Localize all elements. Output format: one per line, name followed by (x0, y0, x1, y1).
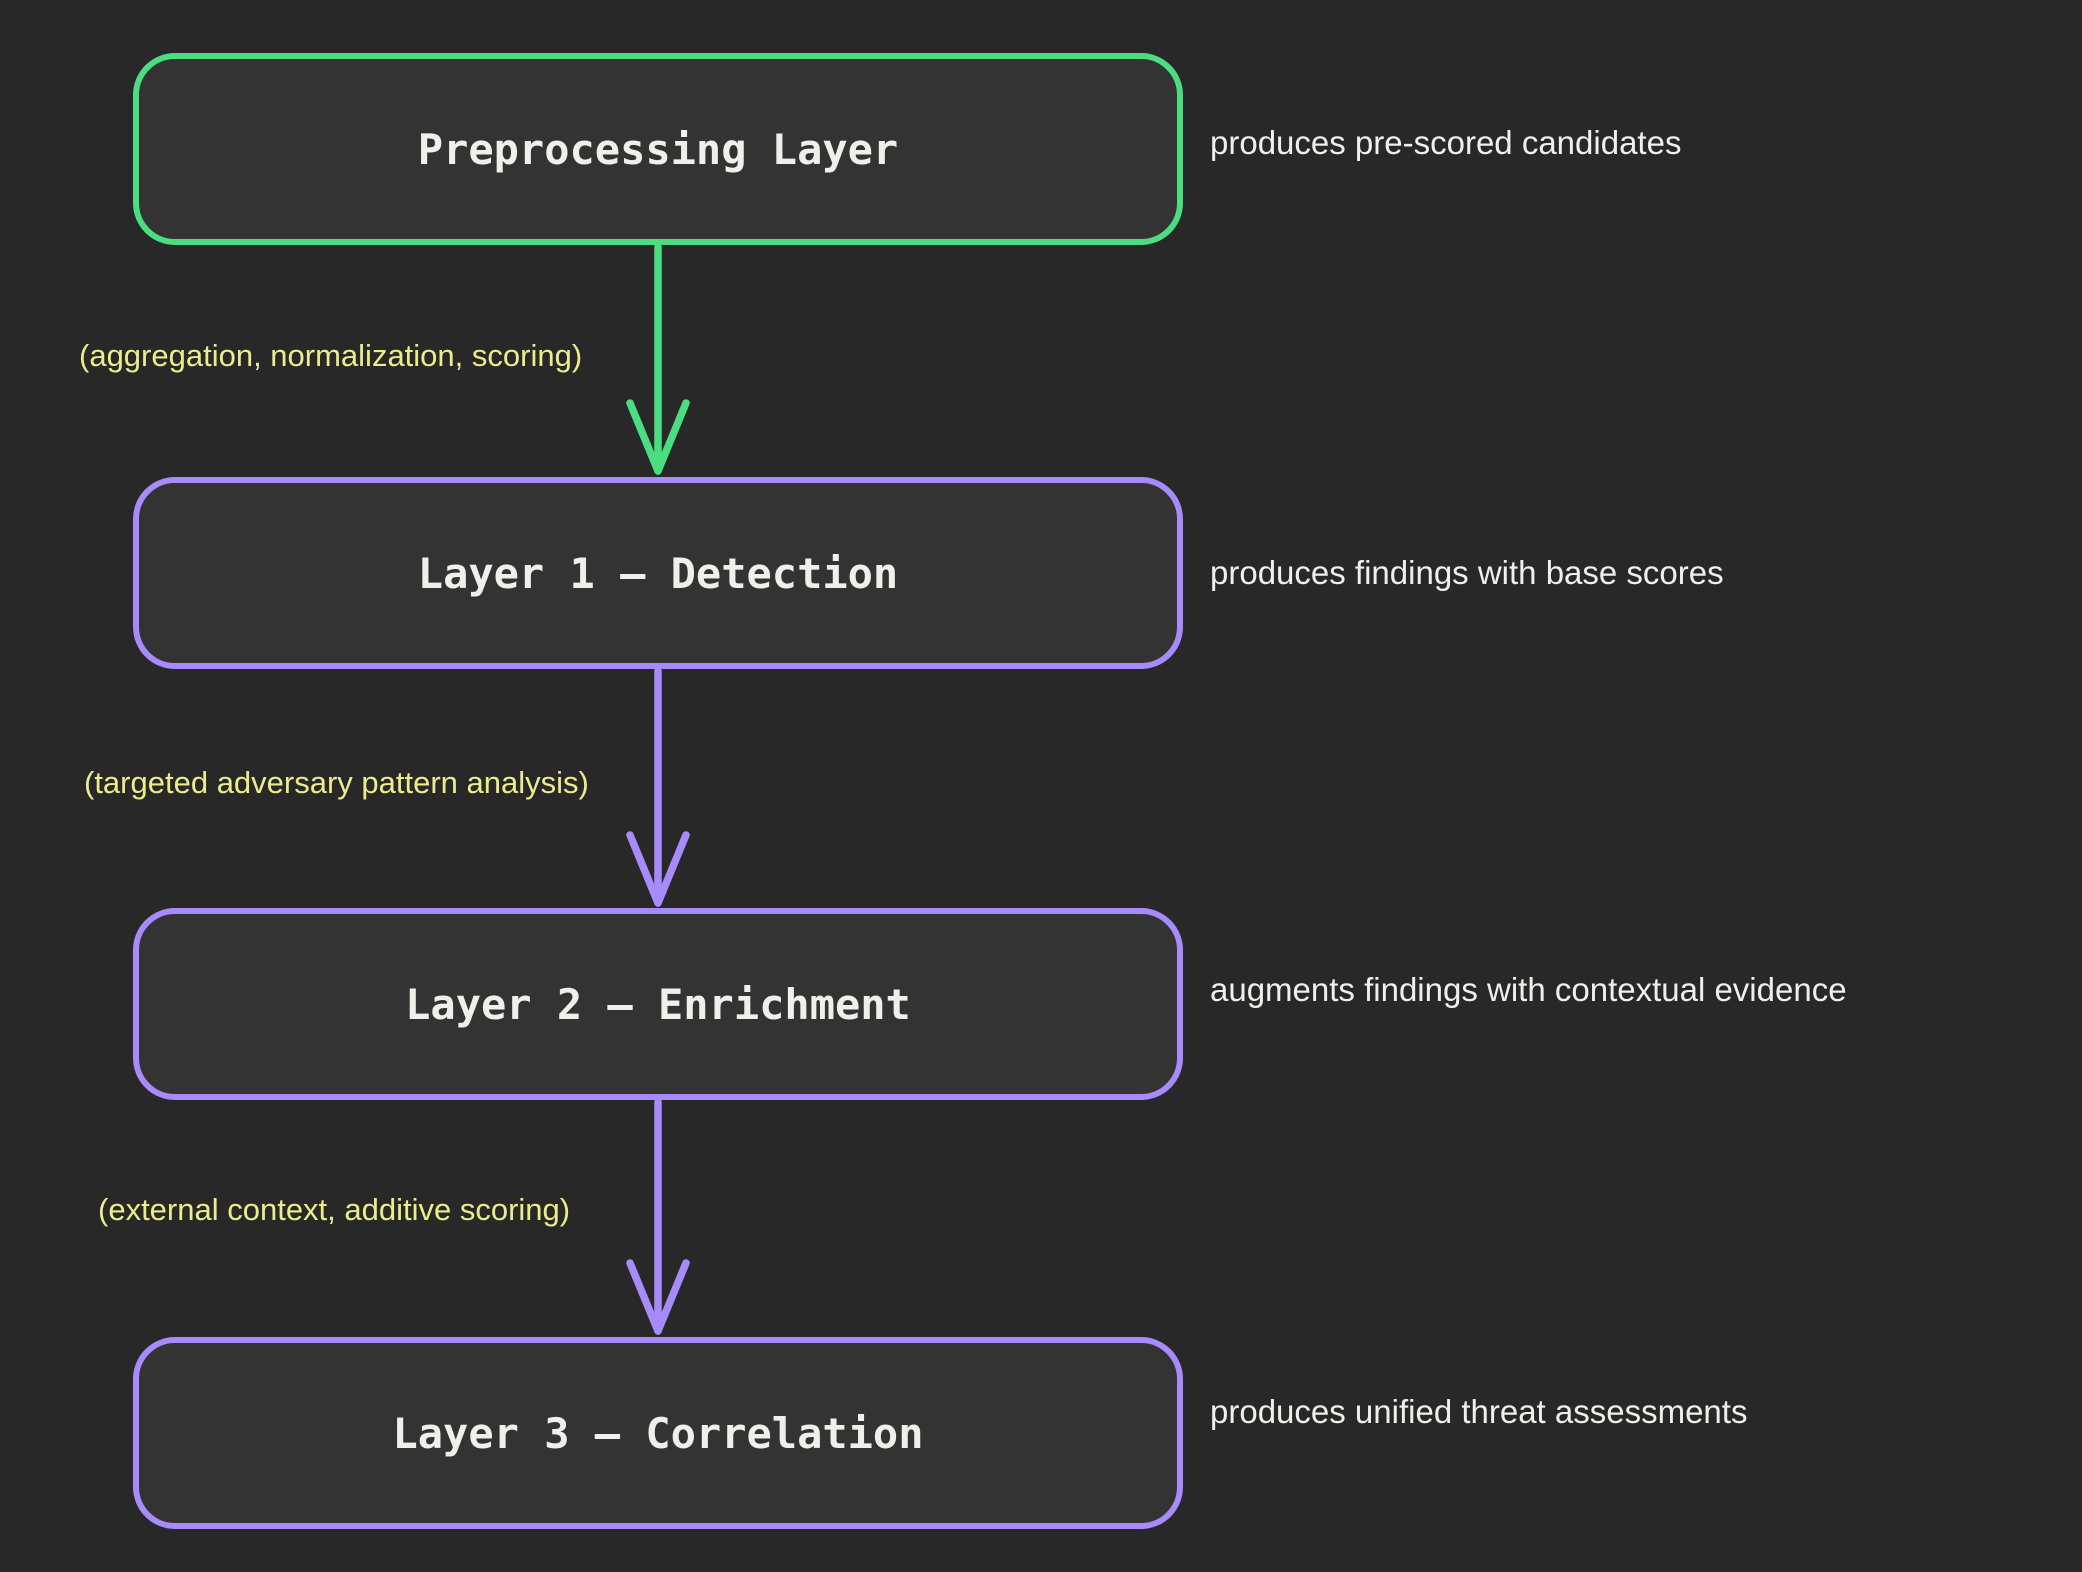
arrow-down-icon (626, 669, 690, 907)
node-layer1-detection: Layer 1 — Detection (133, 477, 1183, 669)
node-title: Preprocessing Layer (417, 124, 899, 174)
node-annotation: produces unified threat assessments (1210, 1393, 1748, 1430)
node-layer3-correlation: Layer 3 — Correlation (133, 1337, 1183, 1529)
edge-label: (aggregation, normalization, scoring) (79, 338, 583, 373)
node-annotation: augments findings with contextual eviden… (1210, 971, 1847, 1008)
node-annotation: produces findings with base scores (1210, 554, 1724, 591)
edge-label: (external context, additive scoring) (98, 1192, 571, 1227)
node-layer2-enrichment: Layer 2 — Enrichment (133, 908, 1183, 1100)
arrow-down-icon (626, 245, 690, 475)
node-title: Layer 3 — Correlation (392, 1408, 924, 1458)
node-title: Layer 2 — Enrichment (405, 979, 911, 1029)
node-title: Layer 1 — Detection (417, 548, 899, 598)
node-preprocessing-layer: Preprocessing Layer (133, 53, 1183, 245)
edge-label: (targeted adversary pattern analysis) (84, 765, 589, 800)
arrow-down-icon (626, 1100, 690, 1335)
node-annotation: produces pre-scored candidates (1210, 124, 1682, 161)
